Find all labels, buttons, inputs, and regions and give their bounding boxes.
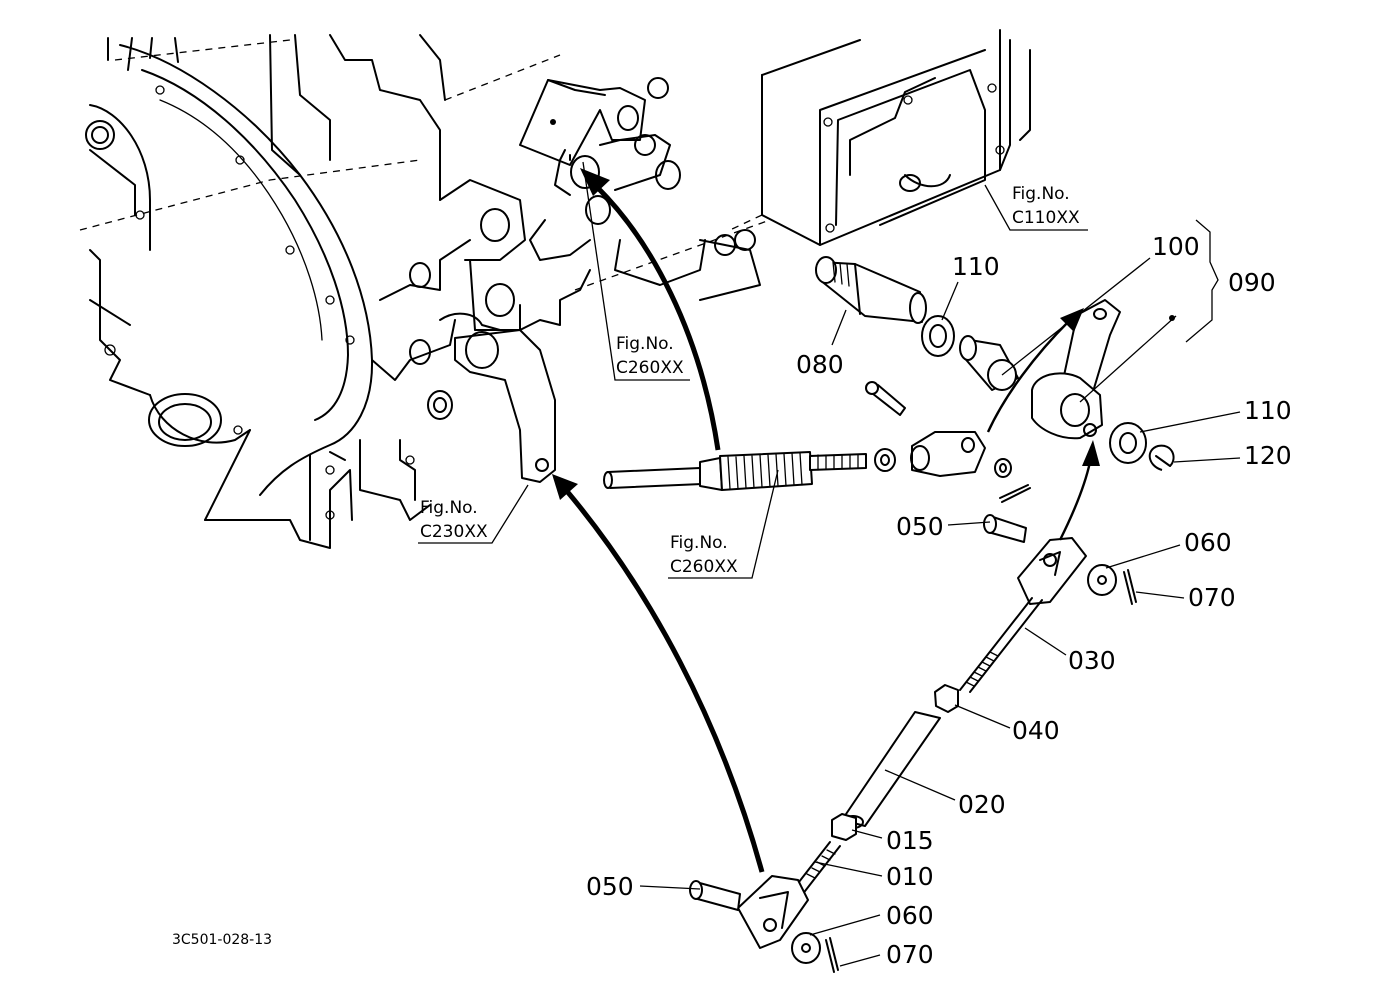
callout-110-upper: 110	[952, 252, 1000, 281]
fig-ref-c110-line1: Fig.No.	[1012, 184, 1070, 204]
callout-090: 090	[1228, 268, 1276, 297]
callout-120: 120	[1244, 441, 1292, 470]
callout-070-upper: 070	[1188, 583, 1236, 612]
fig-ref-c260-lower-line2: C260XX	[670, 557, 738, 577]
rod-assembly	[689, 514, 1137, 973]
fig-ref-c260-lower-line1: Fig.No.	[670, 533, 728, 553]
callout-070-lower: 070	[886, 940, 934, 969]
fig-ref-c260-upper: Fig.No. C260XX	[616, 332, 684, 380]
snap-ring-120	[1148, 444, 1175, 471]
washer-110-lower	[1109, 422, 1147, 464]
arm-assembly-090	[1031, 299, 1175, 440]
lower-lever	[454, 329, 556, 483]
leader-lines	[418, 161, 1241, 967]
callout-015: 015	[886, 826, 934, 855]
fig-ref-c260-upper-line1: Fig.No.	[616, 334, 674, 354]
fig-ref-c260-upper-line2: C260XX	[616, 358, 684, 378]
callout-060-lower: 060	[886, 901, 934, 930]
shaft-080	[815, 256, 927, 324]
bushing-100	[959, 335, 1019, 391]
callout-040: 040	[1012, 716, 1060, 745]
callout-020: 020	[958, 790, 1006, 819]
fig-ref-c230-line1: Fig.No.	[420, 498, 478, 518]
fig-ref-c110: Fig.No. C110XX	[1012, 182, 1080, 230]
upper-cable-bracket	[519, 77, 761, 301]
callout-080: 080	[796, 350, 844, 379]
control-cable	[603, 381, 1031, 503]
callout-110-lower: 110	[1244, 396, 1292, 425]
fig-ref-c110-line2: C110XX	[1012, 208, 1080, 228]
fig-ref-c260-lower: Fig.No. C260XX	[670, 531, 738, 579]
fig-ref-c230-line2: C230XX	[420, 522, 488, 542]
callout-060-upper: 060	[1184, 528, 1232, 557]
callout-100: 100	[1152, 232, 1200, 261]
transmission-housing	[79, 34, 771, 549]
callout-010: 010	[886, 862, 934, 891]
upper-right-housing	[729, 29, 1031, 246]
callout-050-lower: 050	[586, 872, 634, 901]
washer-110-upper	[921, 315, 955, 357]
drawing-id: 3C501-028-13	[172, 932, 273, 948]
callout-030: 030	[1068, 646, 1116, 675]
fig-ref-c230: Fig.No. C230XX	[420, 496, 488, 544]
callout-050-upper: 050	[896, 512, 944, 541]
